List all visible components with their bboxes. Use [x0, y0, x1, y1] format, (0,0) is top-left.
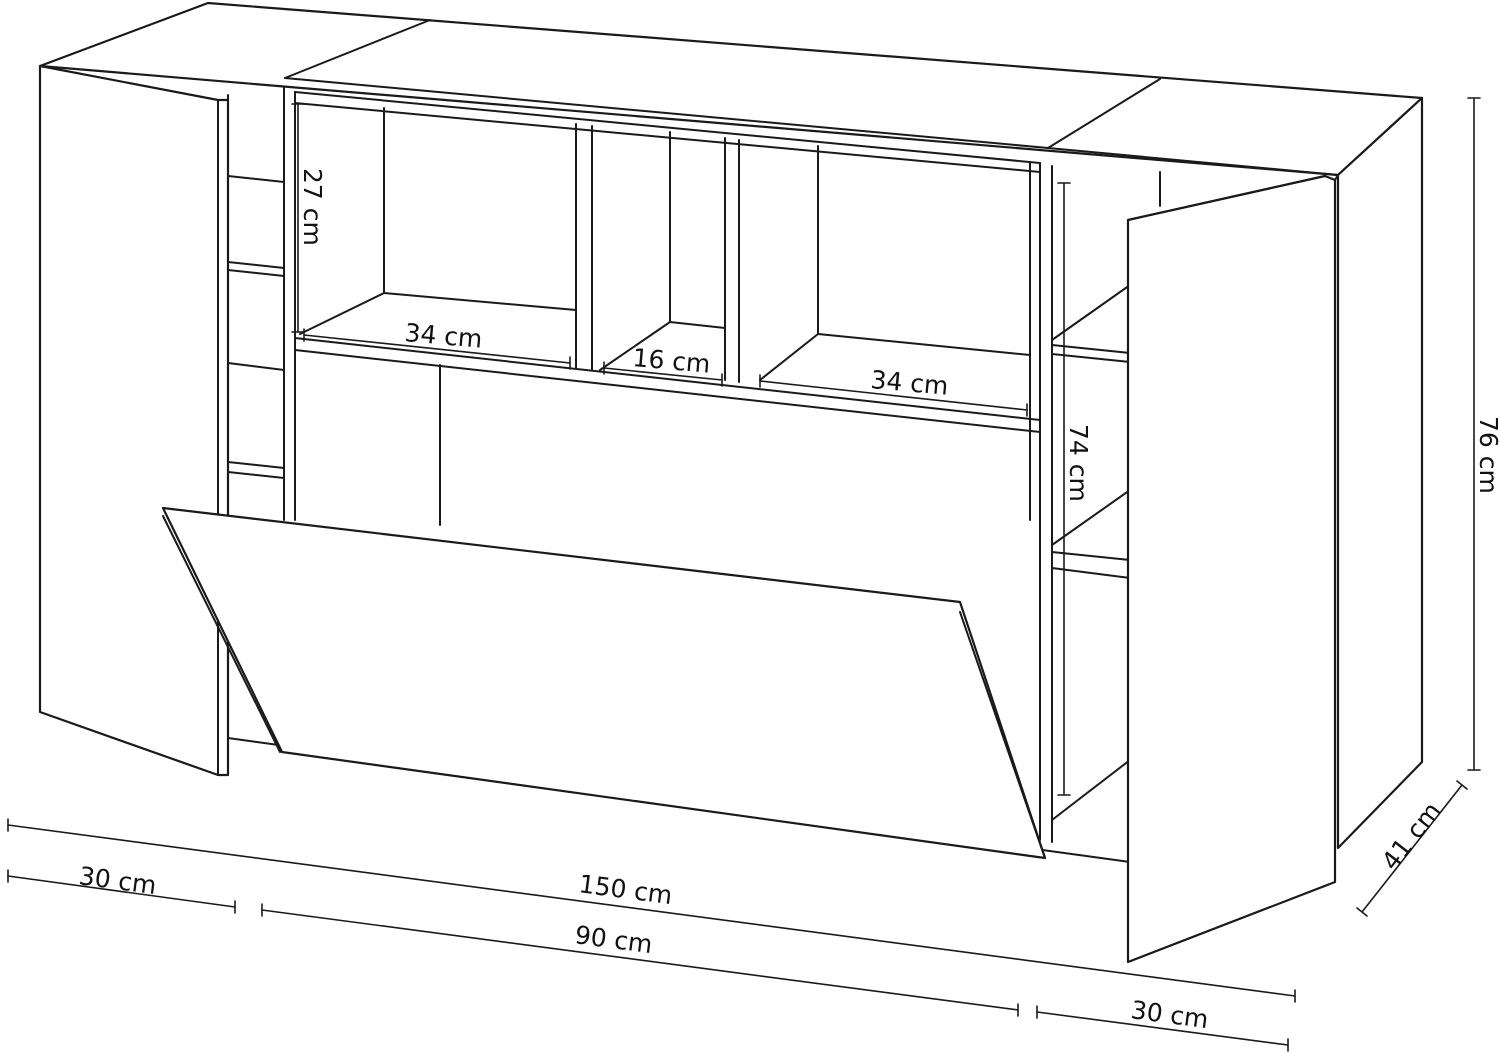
left-door — [38, 64, 230, 777]
total-height-label: 76 cm — [1474, 416, 1500, 494]
left-module-width-label: 30 cm — [77, 861, 158, 900]
right-door — [1126, 174, 1337, 964]
total-width-label: 150 cm — [577, 869, 674, 910]
dimension-lines — [7, 97, 1481, 1052]
central-compartment — [294, 91, 1053, 843]
cabinet-body — [38, 1, 1424, 863]
cabinet-right-side — [1336, 96, 1424, 850]
left-niche-width-label: 34 cm — [403, 318, 483, 354]
interior-height-label: 74 cm — [1064, 424, 1093, 502]
right-module-width-label: 30 cm — [1129, 995, 1210, 1034]
flap-door — [161, 506, 1047, 860]
right-niche-width-label: 34 cm — [869, 365, 949, 401]
depth-label: 41 cm — [1376, 796, 1447, 875]
cabinet-top — [38, 1, 1424, 177]
center-niche-width-label: 16 cm — [631, 343, 711, 379]
shelf-height-label: 27 cm — [298, 168, 327, 246]
